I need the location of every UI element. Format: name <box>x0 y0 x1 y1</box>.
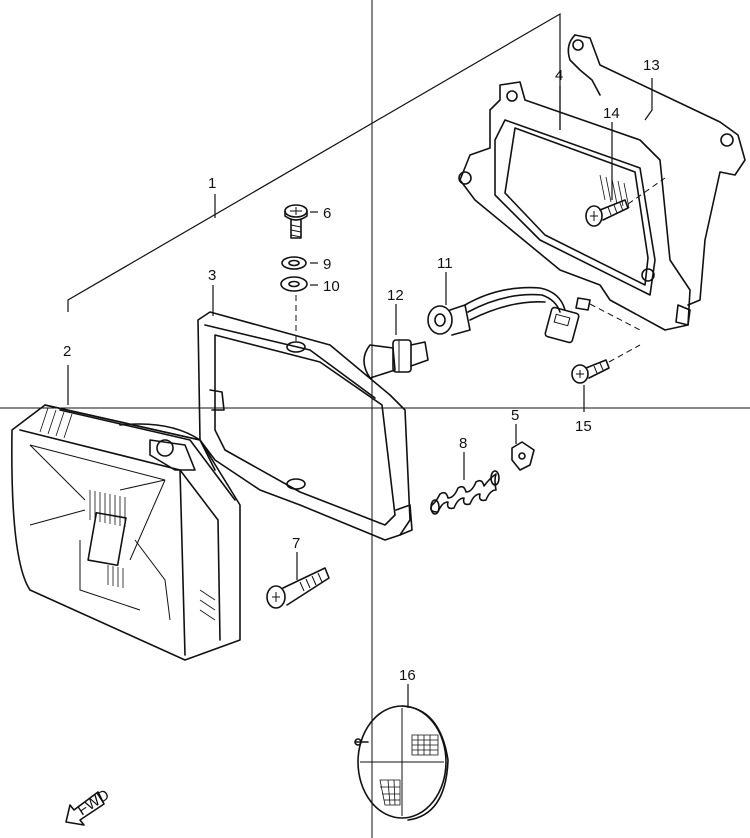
callout-1: 1 <box>208 175 216 192</box>
clip-nut-5 <box>511 441 535 471</box>
bulb-socket-harness <box>427 286 641 344</box>
callout-2: 2 <box>63 343 71 360</box>
fwd-label: FWD <box>75 786 113 819</box>
callout-5: 5 <box>511 407 519 424</box>
leader-13 <box>644 78 653 121</box>
screw-14 <box>585 177 666 227</box>
callout-7: 7 <box>292 535 300 552</box>
callout-14: 14 <box>603 105 620 122</box>
bulb <box>363 339 429 379</box>
back-plate <box>567 34 746 306</box>
spring-8 <box>430 470 500 515</box>
headlight-housing <box>458 81 691 331</box>
callout-15: 15 <box>575 418 592 435</box>
callout-10: 10 <box>323 278 340 295</box>
headlight-rim <box>197 311 413 541</box>
callout-8: 8 <box>459 435 467 452</box>
assembly-bracket <box>67 12 561 312</box>
callout-11: 11 <box>437 255 453 272</box>
washer-9 <box>281 256 307 270</box>
callout-12: 12 <box>387 287 404 304</box>
callout-6: 6 <box>323 205 331 222</box>
adjust-screw-7 <box>266 567 330 609</box>
callout-13: 13 <box>643 57 660 74</box>
washer-10 <box>280 276 308 292</box>
callout-3: 3 <box>208 267 216 284</box>
headlight-lens-unit <box>11 404 241 661</box>
screw-15 <box>571 344 641 384</box>
screw-6 <box>284 204 308 239</box>
fwd-arrow-icon: FWD <box>65 786 113 826</box>
callout-16: 16 <box>399 667 416 684</box>
callout-9: 9 <box>323 256 331 273</box>
reflector-16 <box>354 705 449 821</box>
callout-4: 4 <box>555 67 563 84</box>
